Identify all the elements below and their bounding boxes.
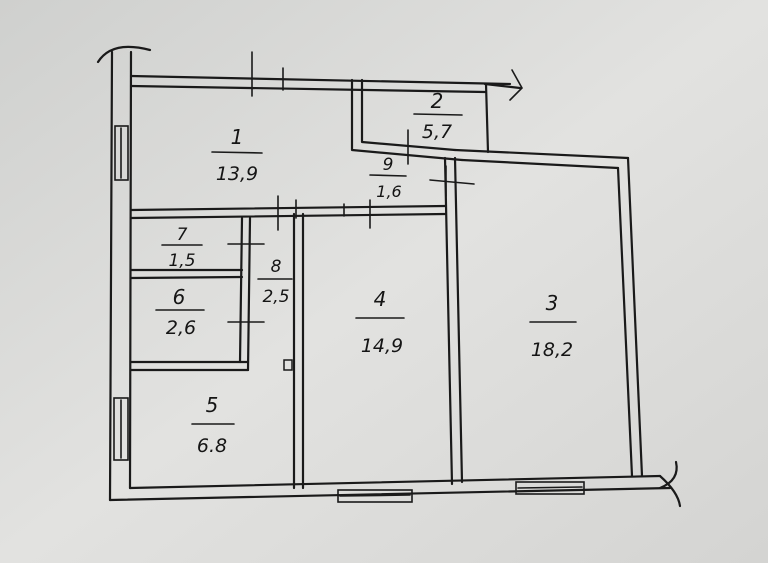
outer-walls [96, 45, 682, 508]
room-4-number: 4 [374, 287, 387, 311]
door-ticks [227, 51, 475, 371]
room-7-number: 7 [177, 225, 188, 245]
room-5-label: 5 6.8 [191, 393, 235, 457]
room-2-area: 5,7 [422, 121, 452, 143]
room-3-number: 3 [546, 291, 559, 315]
room-1-area: 13,9 [216, 163, 258, 185]
room-9-label: 9 1,6 [369, 155, 407, 201]
room-8-number: 8 [271, 257, 282, 277]
room-8-label: 8 2,5 [257, 257, 293, 307]
room-9-number: 9 [383, 155, 394, 175]
room-2-number: 2 [431, 89, 444, 113]
room-1-number: 1 [231, 125, 244, 149]
room-3-label: 3 18,2 [529, 291, 577, 361]
room-5-number: 5 [206, 393, 219, 417]
room-4-label: 4 14,9 [355, 287, 405, 357]
room-3-area: 18,2 [531, 339, 573, 361]
room-4-area: 14,9 [361, 335, 403, 357]
room-2-label: 2 5,7 [413, 89, 463, 143]
room-6-area: 2,6 [166, 317, 196, 339]
room-6-label: 6 2,6 [155, 285, 205, 339]
room-5-area: 6.8 [197, 435, 227, 457]
room-7-label: 7 1,5 [161, 225, 203, 271]
room-9-area: 1,6 [376, 182, 401, 201]
room-6-number: 6 [173, 285, 186, 309]
room-1-label: 1 13,9 [211, 125, 263, 185]
room-7-area: 1,5 [168, 251, 195, 271]
windows [113, 125, 585, 503]
interior-walls [129, 78, 490, 490]
room-8-area: 2,5 [262, 287, 289, 307]
